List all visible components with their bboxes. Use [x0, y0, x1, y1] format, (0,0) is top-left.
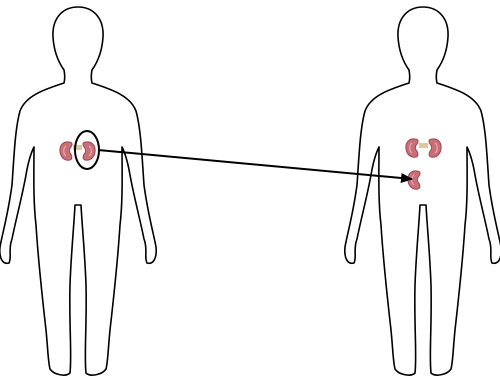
ureter-right	[419, 143, 428, 148]
donor-kidneys	[60, 142, 95, 160]
donor-body	[0, 7, 156, 375]
kidney-icon	[429, 139, 441, 157]
transplanted-kidney-icon	[408, 171, 420, 189]
arrow-icon	[98, 150, 412, 179]
recipient-kidneys	[406, 139, 441, 189]
recipient-body	[345, 7, 500, 375]
kidney-icon	[83, 142, 95, 160]
kidney-icon	[406, 139, 418, 157]
kidney-icon	[60, 142, 72, 160]
